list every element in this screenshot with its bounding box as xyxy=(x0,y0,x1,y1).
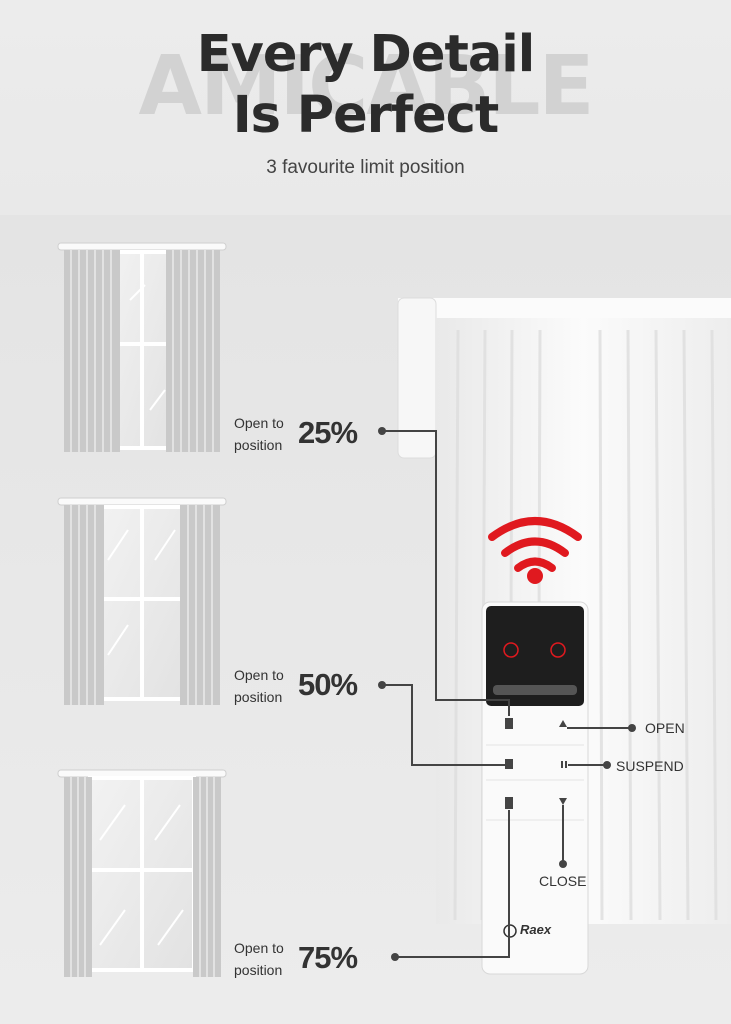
label-open-to: Open to xyxy=(234,940,284,956)
title-line-2: Is Perfect xyxy=(232,86,500,145)
window-25-percent xyxy=(57,242,227,452)
window-75-percent xyxy=(57,769,227,977)
wireless-signal-icon xyxy=(488,517,582,584)
position-label-50: Open to position 50% xyxy=(234,664,358,708)
label-position: position xyxy=(234,962,283,978)
label-open-to: Open to xyxy=(234,415,284,431)
page-title: Every Detail Is Perfect xyxy=(0,24,731,146)
label-position: position xyxy=(234,689,283,705)
position-value-50: 50% xyxy=(298,667,358,702)
brand-watermark: AMICABLE xyxy=(138,39,595,134)
open-button-label: OPEN xyxy=(645,720,685,736)
connector-lines xyxy=(382,430,630,958)
page-subtitle: 3 favourite limit position xyxy=(266,157,465,178)
title-line-1: Every Detail xyxy=(196,25,536,84)
label-position: position xyxy=(234,437,283,453)
close-button-label: CLOSE xyxy=(539,873,587,889)
brand-logo: Raex xyxy=(520,922,552,937)
label-open-to: Open to xyxy=(234,667,284,683)
position-label-25: Open to position 25% xyxy=(234,412,358,456)
suspend-button-label: SUSPEND xyxy=(616,758,684,774)
position-label-75: Open to position 75% xyxy=(234,937,358,981)
position-value-25: 25% xyxy=(298,415,358,450)
window-50-percent xyxy=(57,497,227,705)
remote-control xyxy=(481,601,589,975)
connector-dots xyxy=(378,427,636,961)
position-value-75: 75% xyxy=(298,940,358,975)
